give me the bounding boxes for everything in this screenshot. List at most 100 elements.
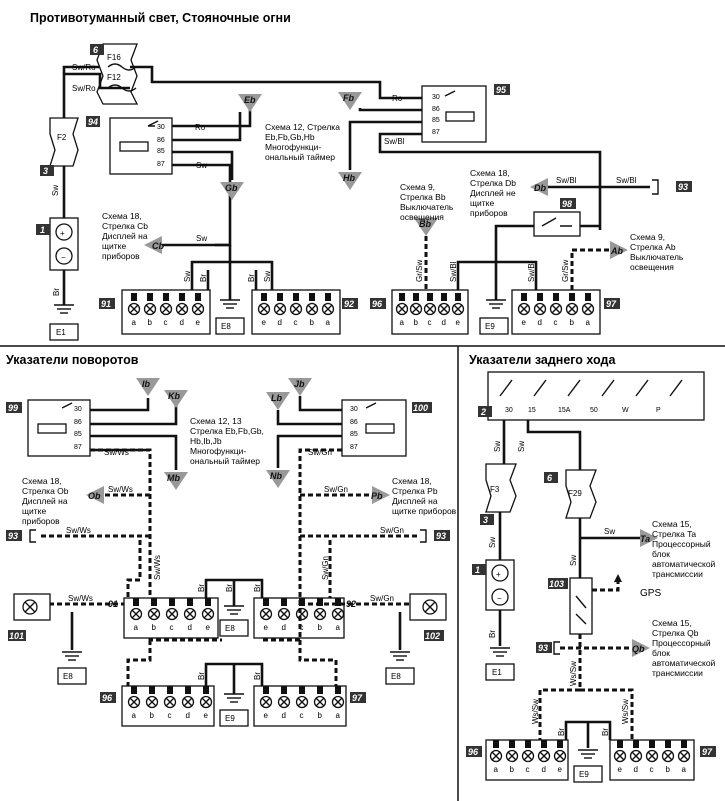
lamp-letter: a: [400, 318, 405, 327]
svg-text:96: 96: [468, 747, 479, 757]
svg-text:Ib: Ib: [142, 379, 151, 389]
lamp-letter: a: [336, 623, 341, 632]
ground-e1-reverse: E1: [485, 647, 515, 681]
note-ob: Дисплей на: [22, 496, 68, 506]
note-qb: Процессорный: [652, 638, 711, 648]
lamp-pin: [277, 293, 283, 301]
svg-text:85: 85: [432, 117, 440, 124]
fuse-f29: F29 6: [544, 469, 597, 519]
lamp-pin: [205, 598, 211, 606]
lamp-letter: d: [634, 765, 638, 774]
lamp-letter: a: [132, 318, 137, 327]
relay-95: 30 86 85 87 95: [421, 84, 510, 143]
arrow-kb: Kb: [164, 390, 188, 408]
relay-100: 30 86 85 87 100: [341, 399, 432, 457]
lamp-letter: c: [164, 318, 168, 327]
lamp-letter: c: [294, 318, 298, 327]
lamp-pin: [553, 293, 559, 301]
lamp-letter: b: [148, 318, 153, 327]
note-ta: Процессорный: [652, 539, 711, 549]
svg-text:Br: Br: [197, 672, 206, 680]
lamp-pin: [151, 598, 157, 606]
lamp-pin: [317, 598, 323, 606]
lamp-pin: [317, 686, 323, 694]
lamp-pin: [263, 598, 269, 606]
svg-text:Sw: Sw: [517, 441, 526, 452]
switch-103: 103: [548, 577, 593, 635]
lamp-letter: d: [538, 318, 542, 327]
component-3-number: 3: [43, 166, 48, 176]
lamp-letter: e: [264, 711, 269, 720]
svg-text:87: 87: [74, 444, 82, 451]
arrow-ab: Ab: [610, 241, 628, 259]
lamp-letter: b: [150, 711, 155, 720]
ignition-switch-2: 30 15 15A 50 W P 2: [478, 371, 705, 421]
lamp-pin: [167, 686, 173, 694]
lamp-pin: [455, 293, 461, 301]
svg-text:Bb: Bb: [419, 219, 431, 229]
lamp-letter: c: [168, 711, 172, 720]
lamp-letter: a: [336, 711, 341, 720]
fuse-f2-label: F2: [57, 133, 67, 142]
fog-section-title: Противотуманный свет, Стояночные огни: [30, 11, 291, 25]
lamp-pin: [537, 293, 543, 301]
svg-text:приборов: приборов: [22, 516, 60, 526]
lamp-letter: b: [310, 318, 315, 327]
lamp-pin: [203, 686, 209, 694]
svg-text:85: 85: [74, 431, 82, 438]
lamp-pin: [131, 686, 137, 694]
wire-label-sw-bl-db: Sw/Bl: [556, 176, 577, 185]
svg-text:86: 86: [74, 419, 82, 426]
battery-1: + − 1: [36, 217, 79, 271]
lamp-pin: [293, 293, 299, 301]
wire-label-sw-bl-93: Sw/Bl: [616, 176, 637, 185]
svg-text:Cb: Cb: [152, 241, 164, 251]
svg-text:Схема 9,: Схема 9,: [630, 232, 665, 242]
lamp-letter: d: [282, 711, 286, 720]
arrow-nb: Nb: [266, 470, 290, 488]
svg-text:Sw/Ws: Sw/Ws: [108, 485, 133, 494]
wire-label-ro-94: Ro: [195, 123, 206, 132]
svg-text:E1: E1: [492, 668, 502, 677]
lamp-pin: [131, 293, 137, 301]
component-98-number: 98: [562, 199, 572, 209]
svg-text:Стрелка Cb: Стрелка Cb: [102, 221, 148, 231]
wire-label-sw-f2: Sw: [51, 185, 60, 196]
svg-text:освещения: освещения: [400, 212, 444, 222]
svg-text:Sw/Gn: Sw/Gn: [324, 485, 348, 494]
wire-label-sw-cb: Sw: [196, 234, 207, 243]
svg-text:E9: E9: [579, 770, 589, 779]
svg-text:Mb: Mb: [167, 473, 180, 483]
switch-98: 98: [533, 198, 581, 237]
svg-text:щитке: щитке: [22, 506, 46, 516]
connector-93-right: 93: [420, 529, 450, 543]
ground-e8-right: E8: [385, 651, 415, 685]
fuse-f3: F3 3: [480, 463, 517, 525]
svg-text:E8: E8: [225, 624, 235, 633]
svg-text:30: 30: [74, 406, 82, 413]
lamp-letter: e: [262, 318, 267, 327]
turn-section: 30 86 85 87 99 Ib Kb Mb Схема 12, 13 Стр…: [6, 378, 457, 727]
lamp-letter: c: [300, 711, 304, 720]
svg-text:Ws/Sw: Ws/Sw: [569, 661, 578, 686]
note-94: ональный таймер: [265, 152, 335, 162]
svg-text:Kb: Kb: [168, 391, 180, 401]
component-6-badge: [90, 44, 104, 55]
svg-text:освещения: освещения: [630, 262, 674, 272]
svg-text:ональный таймер: ональный таймер: [190, 456, 260, 466]
ground-e8-left: E8: [57, 651, 87, 685]
lamp-pin: [281, 598, 287, 606]
component-6-number: 6: [93, 45, 99, 55]
arrow-ta: Ta: [640, 529, 658, 547]
svg-text:P: P: [656, 407, 661, 414]
lamp-letter: b: [666, 765, 671, 774]
wire-label-sw-gn-100: Sw/Gn: [308, 448, 332, 457]
lamp-letter: a: [134, 623, 139, 632]
lamp-pin: [299, 686, 305, 694]
lamp-letter: c: [526, 765, 530, 774]
lamp-pin: [427, 293, 433, 301]
lamp-letter: e: [206, 623, 211, 632]
